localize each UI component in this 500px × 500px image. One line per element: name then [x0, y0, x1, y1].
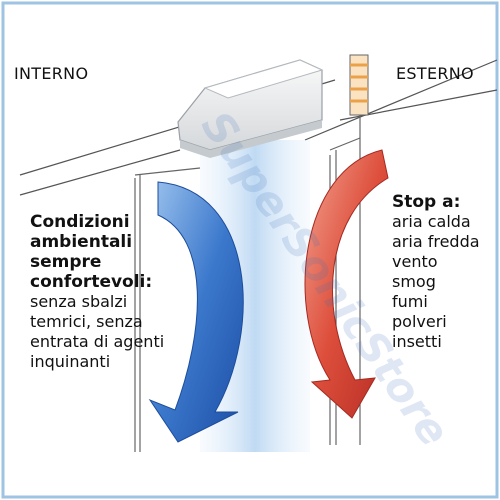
stop-heading: Stop a: [392, 192, 461, 212]
wall-vent [349, 54, 369, 116]
label-outside: ESTERNO [396, 64, 474, 83]
label-inside: INTERNO [14, 64, 89, 83]
left-body-line: inquinanti [30, 352, 111, 371]
left-heading-line: ambientali [30, 232, 133, 252]
left-body-line: entrata di agenti [30, 332, 165, 351]
left-body-line: temrici, senza [30, 312, 143, 331]
stop-item: polveri [392, 312, 447, 331]
right-text-block: Stop a: aria calda aria fredda vento smo… [392, 192, 480, 352]
curved-arrow-down-red [304, 149, 389, 419]
left-body-line: senza sbalzi [30, 292, 128, 311]
stop-item: aria fredda [392, 232, 480, 251]
door-frame-left [134, 167, 201, 452]
left-heading-line: sempre [30, 252, 102, 272]
air-curtain-unit [177, 59, 324, 158]
stop-item: smog [392, 272, 436, 291]
curved-arrow-down-blue [148, 181, 244, 443]
stop-item: insetti [392, 332, 442, 351]
stop-item: vento [392, 252, 438, 271]
left-heading-line: confortevoli: [30, 272, 153, 292]
stop-item: aria calda [392, 212, 471, 231]
stop-item: fumi [392, 292, 428, 311]
left-heading-line: Condizioni [30, 212, 130, 232]
left-text-block: Condizioni ambientali sempre confortevol… [30, 212, 164, 372]
